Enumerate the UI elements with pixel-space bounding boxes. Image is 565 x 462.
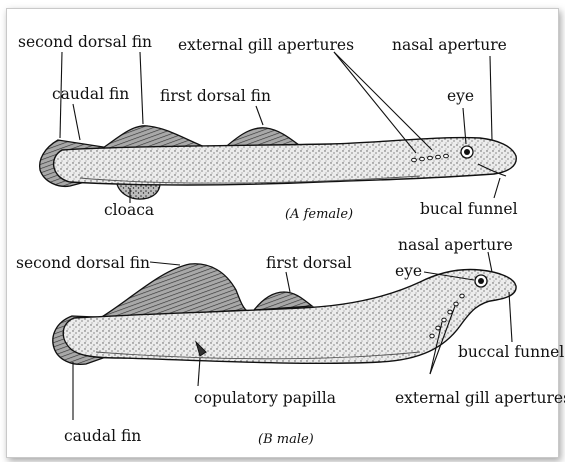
female-label-eye: eye xyxy=(447,87,474,105)
male-label-copulatory-papilla: copulatory papilla xyxy=(194,389,336,407)
male-label-eye: eye xyxy=(395,262,422,280)
female-label-second-dorsal-fin: second dorsal fin xyxy=(18,33,152,51)
female-label-external-gill-apertures: external gill apertures xyxy=(178,36,354,54)
male-body xyxy=(63,270,516,364)
female-label-bucal-funnel: bucal funnel xyxy=(420,200,518,218)
male-label-caudal-fin: caudal fin xyxy=(64,427,141,445)
female-label-cloaca: cloaca xyxy=(104,201,154,219)
male-label-nasal-aperture: nasal aperture xyxy=(398,236,513,254)
male-caption: (B male) xyxy=(258,432,314,447)
male-label-buccal-funnel: buccal funnel xyxy=(458,343,564,361)
female-label-caudal-fin: caudal fin xyxy=(52,85,129,103)
male-label-external-gill-apertures: external gill apertures xyxy=(395,389,565,407)
male-label-first-dorsal: first dorsal xyxy=(266,254,352,272)
female-lamprey: second dorsal fin caudal fin first dorsa… xyxy=(18,33,518,222)
male-eye xyxy=(475,275,487,287)
male-lamprey: second dorsal fin first dorsal nasal ape… xyxy=(16,236,565,447)
female-caption: (A female) xyxy=(285,207,353,222)
female-label-first-dorsal-fin: first dorsal fin xyxy=(160,87,271,105)
female-eye xyxy=(461,146,473,158)
male-label-second-dorsal-fin: second dorsal fin xyxy=(16,254,150,272)
female-label-nasal-aperture: nasal aperture xyxy=(392,36,507,54)
